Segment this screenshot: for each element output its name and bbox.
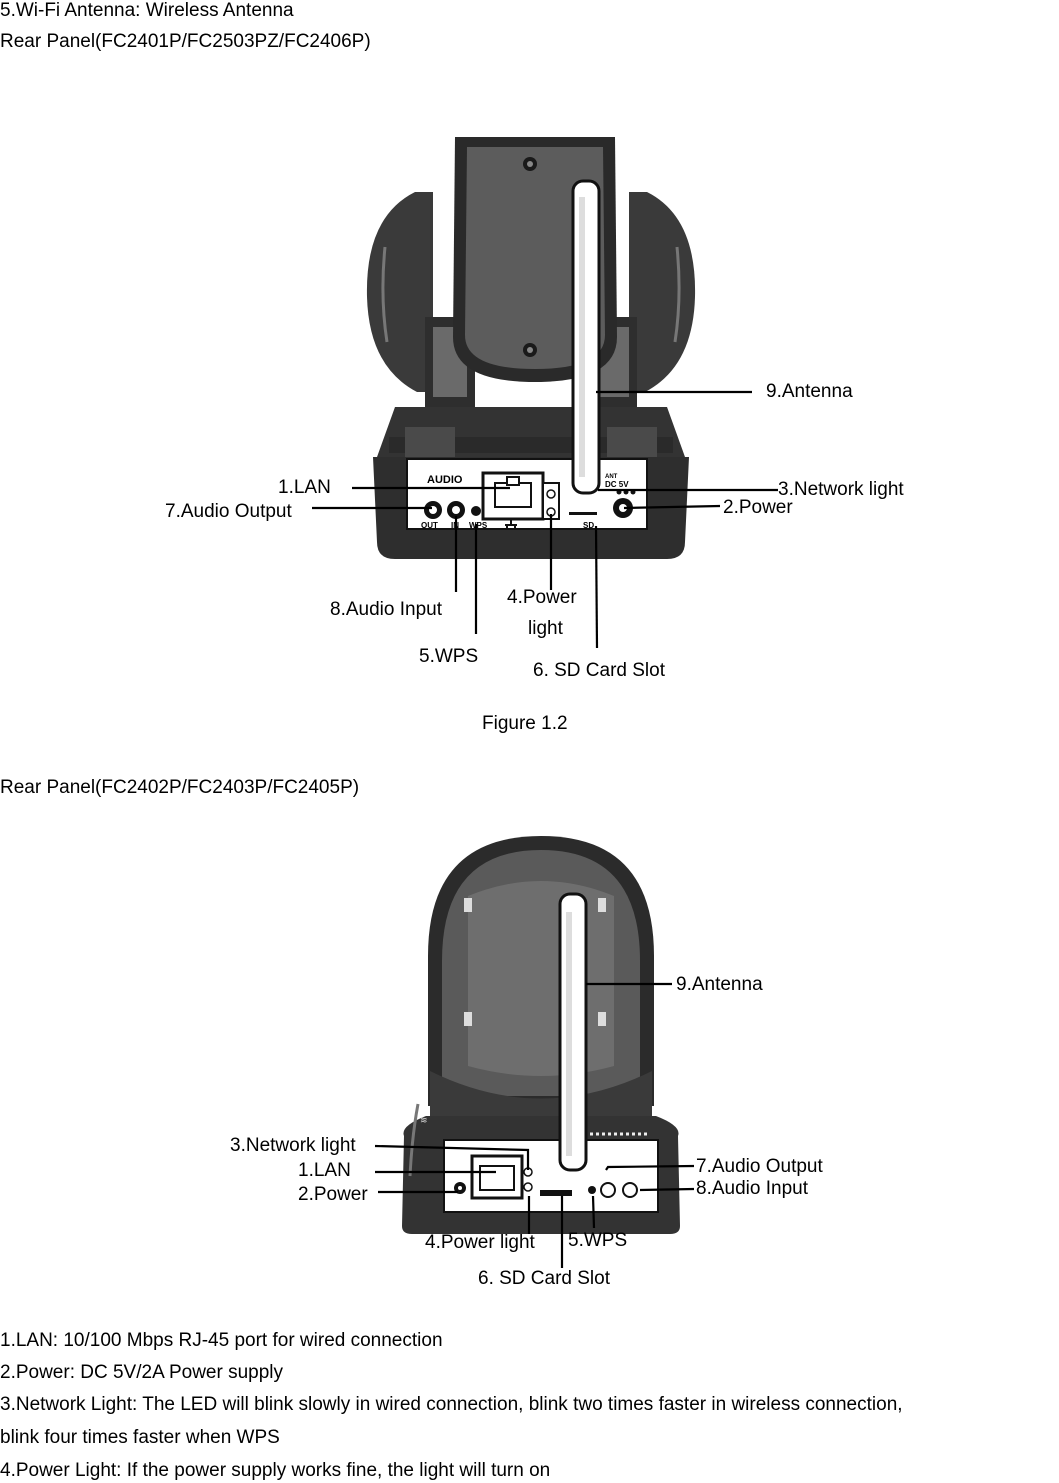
panel-dc-label: DC 5V (605, 480, 629, 489)
section1-title: Rear Panel(FC2401P/FC2503PZ/FC2406P) (0, 31, 371, 52)
desc-power-light: 4.Power Light: If the power supply works… (0, 1460, 551, 1481)
fig1-callout-power: 2.Power (723, 497, 793, 518)
panel-out-label: OUT (421, 521, 438, 530)
desc-power: 2.Power: DC 5V/2A Power supply (0, 1362, 284, 1383)
fig2-callout-lan: 1.LAN (298, 1160, 351, 1181)
fig2-callout-wps: 5.WPS (568, 1230, 628, 1251)
section2-title: Rear Panel(FC2402P/FC2403P/FC2405P) (0, 777, 360, 798)
fig1-callout-lan: 1.LAN (278, 477, 331, 498)
fig1-callout-audio-output: 7.Audio Output (165, 501, 292, 522)
figure1-caption: Figure 1.2 (482, 713, 568, 734)
panel-wps-label: WPS (469, 521, 488, 530)
fig1-callout-network-light: 3.Network light (778, 479, 904, 500)
fig1-callout-power-light-line2: light (528, 618, 563, 639)
desc-network-light: 3.Network Light: The LED will blink slow… (0, 1394, 903, 1415)
svg-text:≋: ≋ (420, 1115, 428, 1125)
panel-sd-label: SD (583, 521, 594, 530)
intro-antenna-line: 5.Wi-Fi Antenna: Wireless Antenna (0, 0, 294, 21)
fig2-callout-network-light: 3.Network light (230, 1135, 356, 1156)
fig1-callout-sd-slot: 6. SD Card Slot (533, 660, 665, 681)
panel-audio-label: AUDIO (427, 474, 463, 486)
figure2-camera-illustration: ≋ (402, 836, 680, 1234)
fig2-callout-audio-output: 7.Audio Output (696, 1156, 823, 1177)
fig1-callout-antenna: 9.Antenna (766, 381, 853, 402)
fig2-callout-sd-slot: 6. SD Card Slot (478, 1268, 610, 1289)
fig1-callout-wps: 5.WPS (419, 646, 479, 667)
fig2-callout-antenna: 9.Antenna (676, 974, 763, 995)
panel-ant-label: ANT (605, 474, 618, 480)
desc-lan: 1.LAN: 10/100 Mbps RJ-45 port for wired … (0, 1330, 443, 1351)
fig1-callout-power-light-line1: 4.Power (507, 587, 577, 608)
fig1-callout-audio-input: 8.Audio Input (330, 599, 442, 620)
fig2-callout-power-light: 4.Power light (425, 1232, 535, 1253)
desc-network-light-cont: blink four times faster when WPS (0, 1427, 280, 1448)
fig2-callout-audio-input: 8.Audio Input (696, 1178, 808, 1199)
fig2-callout-power: 2.Power (298, 1184, 368, 1205)
